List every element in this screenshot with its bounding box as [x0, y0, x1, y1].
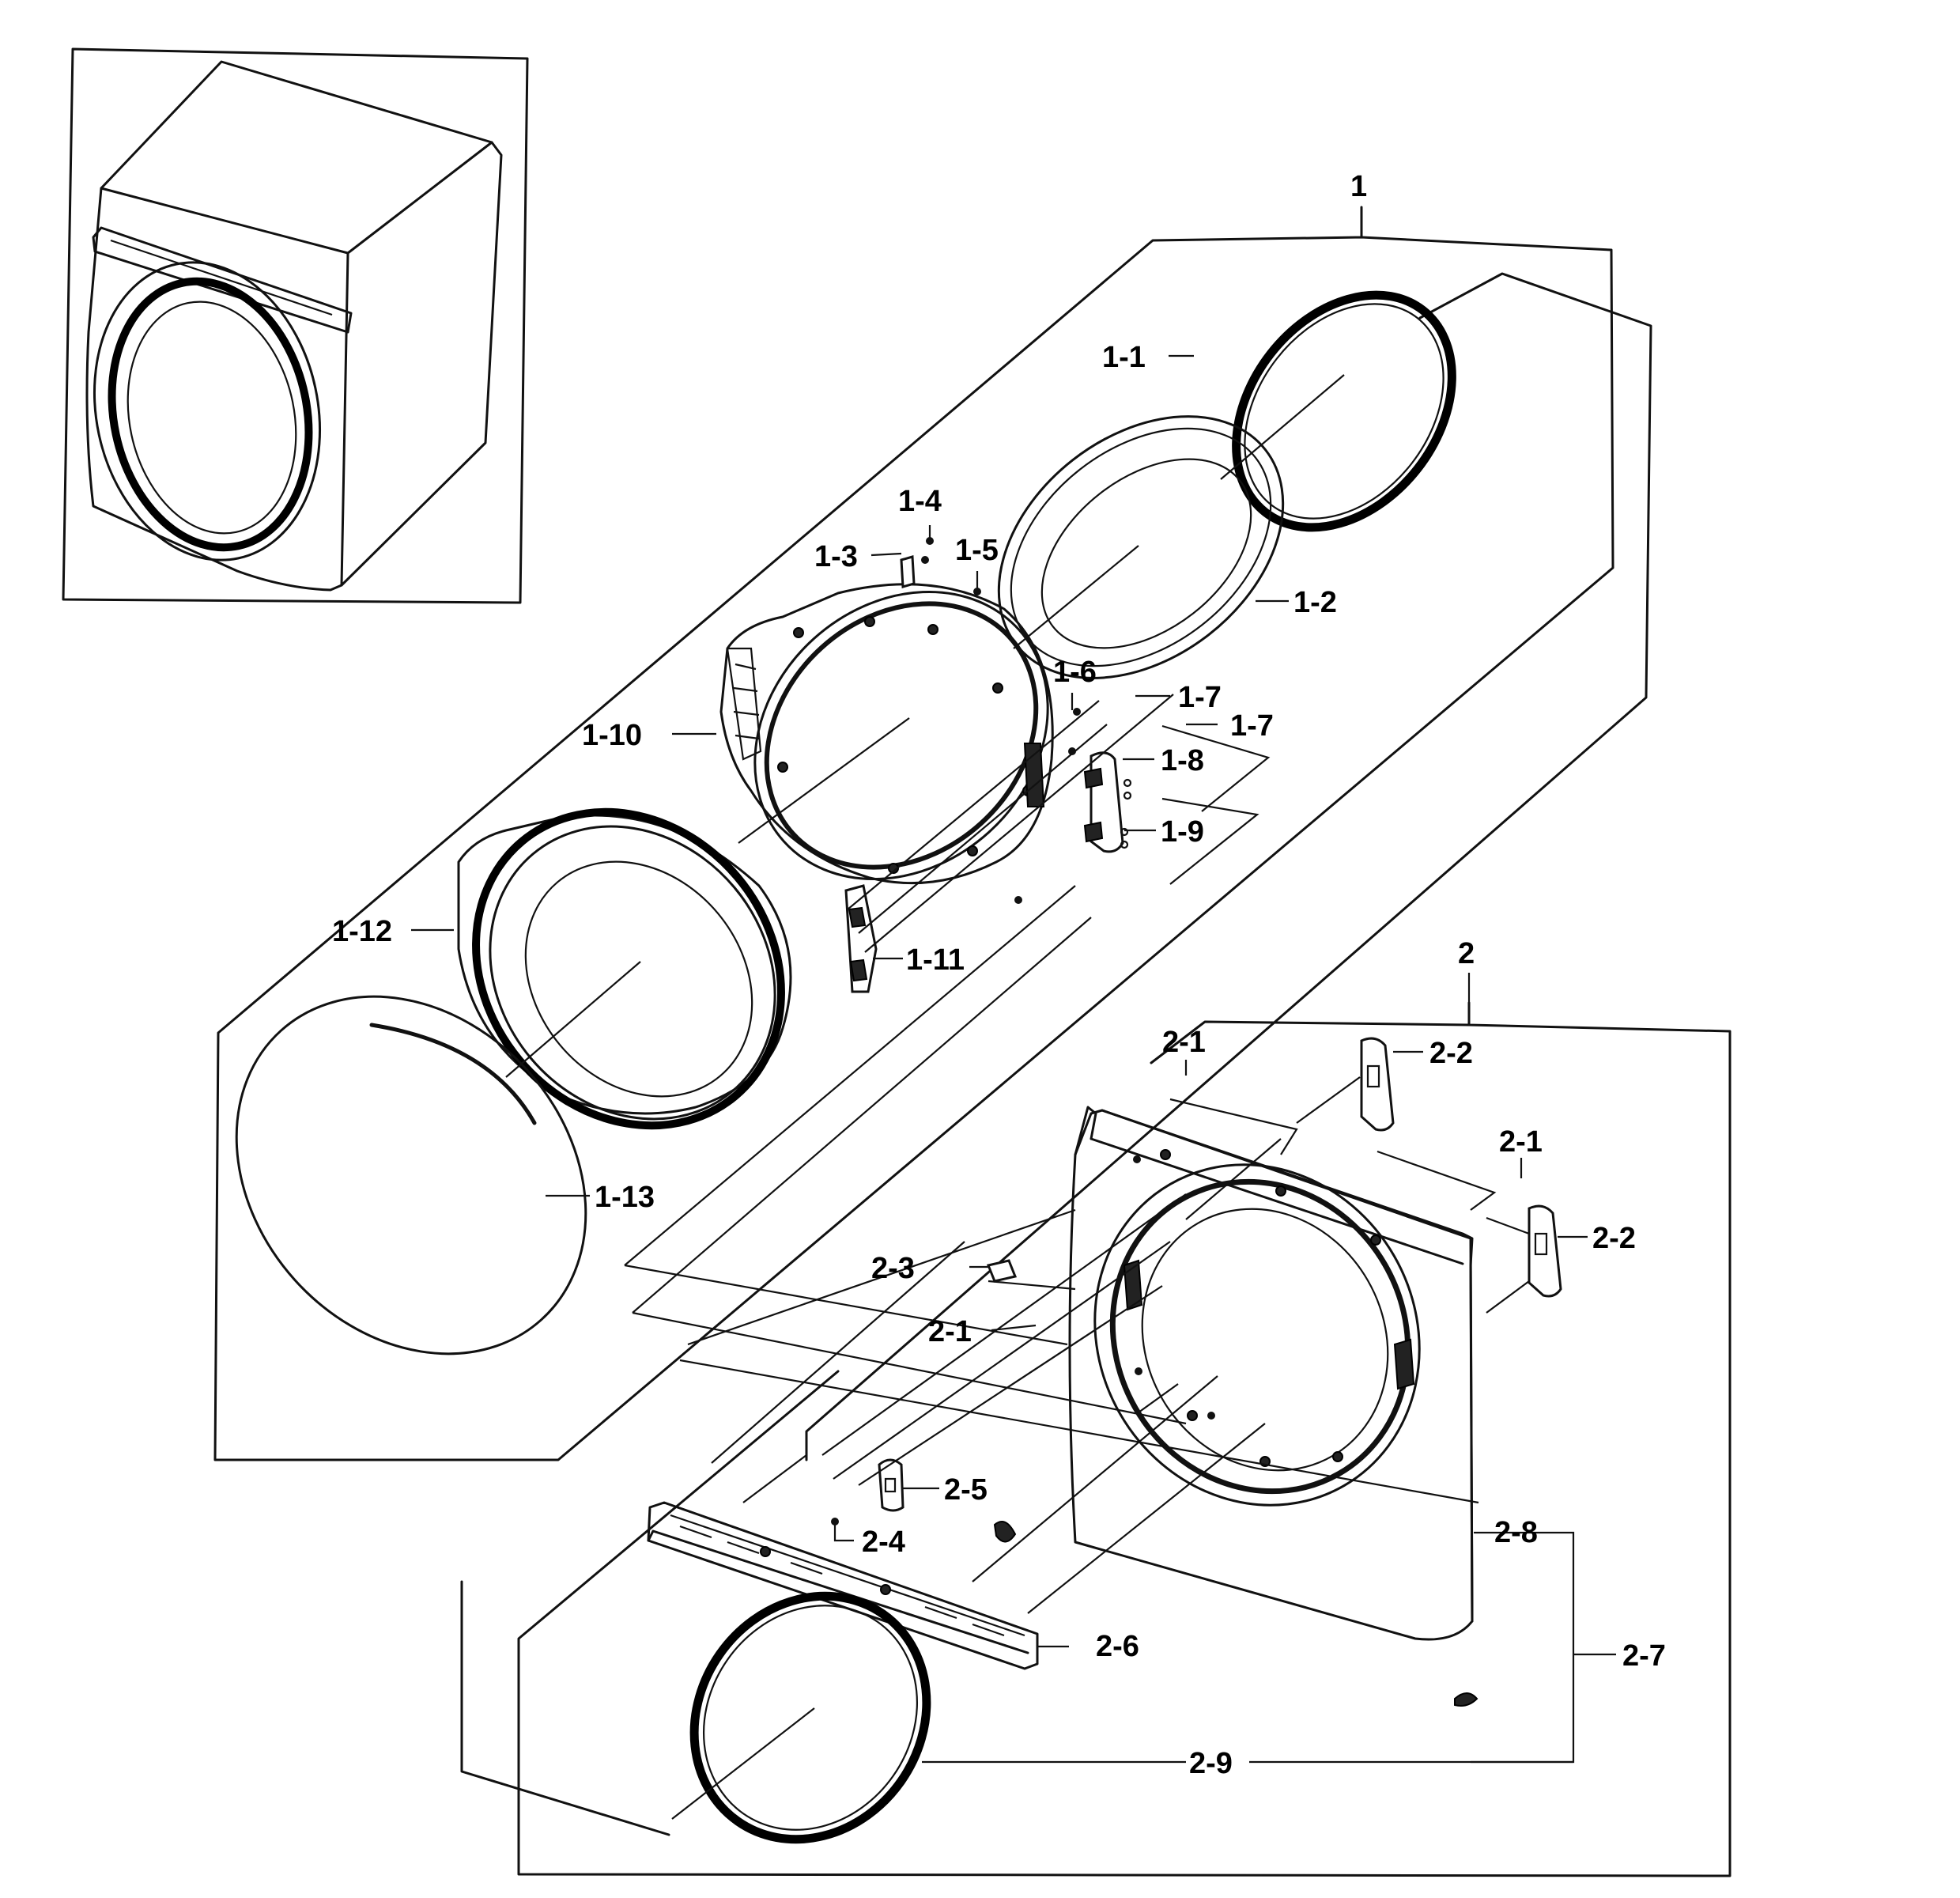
label-2-1a: 2-1 [1162, 1026, 1206, 1059]
label-1-7b: 1-7 [1230, 709, 1274, 743]
assembly-lines [505, 374, 1530, 1820]
part-1-8-latch-bracket [1014, 708, 1132, 904]
label-2-8: 2-8 [1494, 1516, 1538, 1549]
part-2-6-control-strip [647, 1501, 1039, 1670]
label-2-9: 2-9 [1189, 1747, 1233, 1780]
label-2-2b: 2-2 [1592, 1222, 1636, 1255]
label-1-3: 1-3 [814, 540, 858, 573]
label-2-2a: 2-2 [1429, 1037, 1473, 1070]
group-2-outline [460, 1001, 1732, 1877]
label-1-2: 1-2 [1293, 586, 1337, 619]
part-1-12-door-outer [457, 807, 792, 1130]
part-1-10-door-frame [719, 583, 1054, 885]
leader-lines [411, 354, 1616, 1764]
part-1-13-door-glass [235, 995, 587, 1355]
label-1-8: 1-8 [1161, 744, 1204, 777]
part-1-3-pin [900, 537, 981, 595]
small-clip [993, 1521, 1017, 1543]
label-1-9: 1-9 [1161, 815, 1204, 849]
label-assembly-1: 1 [1350, 170, 1367, 203]
part-2-2-bracket-lower [1528, 1204, 1562, 1298]
label-1-13: 1-13 [595, 1181, 655, 1214]
part-2-5-bracket [831, 1458, 904, 1526]
part-1-2-glass [997, 415, 1285, 679]
label-2-4: 2-4 [862, 1526, 905, 1559]
label-2-1b: 2-1 [1499, 1125, 1543, 1159]
label-1-6: 1-6 [1053, 656, 1097, 689]
label-assembly-2: 2 [1458, 937, 1475, 970]
part-2-2-bracket-upper [1360, 1037, 1395, 1132]
part-2-3-clip [986, 1259, 1018, 1283]
label-2-5: 2-5 [944, 1473, 988, 1507]
part-2-8-front-panel [1068, 1106, 1478, 1707]
part-labels: 1 1-1 1-2 1-3 1-4 1-5 1-6 1-7 1-7 1-8 1-… [332, 170, 1666, 1780]
label-2-3: 2-3 [871, 1252, 915, 1285]
part-2-9-ring [689, 1591, 931, 1844]
label-2-7: 2-7 [1622, 1639, 1666, 1673]
group-1-outline [213, 206, 1652, 1461]
part-1-11-hinge [844, 884, 878, 993]
label-1-7a: 1-7 [1178, 681, 1222, 714]
label-1-4: 1-4 [898, 485, 942, 518]
label-2-1c: 2-1 [928, 1315, 972, 1348]
label-1-10: 1-10 [582, 719, 642, 752]
label-1-5: 1-5 [955, 534, 999, 567]
label-1-12: 1-12 [332, 915, 392, 948]
label-2-6: 2-6 [1096, 1630, 1139, 1663]
label-1-11: 1-11 [906, 943, 965, 977]
label-1-1: 1-1 [1102, 341, 1146, 374]
dryer-overview-inset [62, 47, 529, 604]
